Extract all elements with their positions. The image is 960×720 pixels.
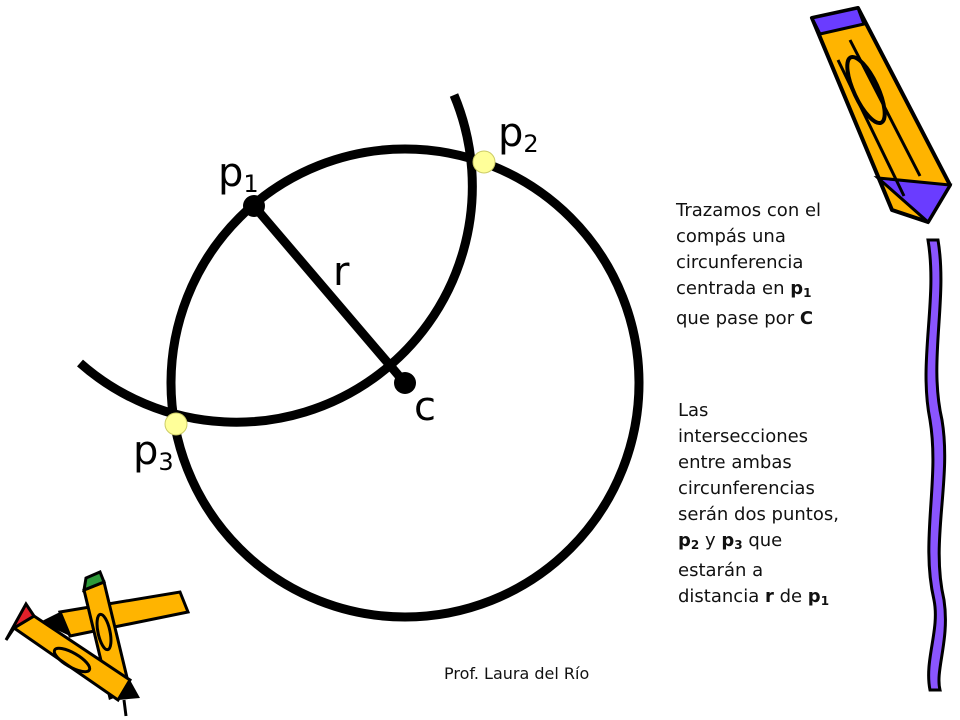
- label-p2: p2: [498, 110, 539, 158]
- point-c: [394, 372, 416, 394]
- point-p2: [472, 150, 496, 174]
- pencil-icon: [809, 6, 953, 225]
- text1-line4: centrada en p1: [676, 278, 812, 300]
- text1-line2: compás una: [676, 226, 786, 247]
- explanation-text-1: Trazamos con el compás una circunferenci…: [676, 198, 821, 332]
- stripe-decoration: [924, 238, 947, 692]
- text2-line4: circunferencias: [678, 478, 815, 499]
- text2-line5: serán dos puntos,: [678, 504, 839, 525]
- text2-line7: estarán a: [678, 560, 764, 581]
- text2-line8: distancia r de p1: [678, 586, 830, 608]
- radius-segment-r: [250, 203, 409, 386]
- text1-line3: circunferencia: [676, 252, 804, 273]
- explanation-text-2: Las intersecciones entre ambas circunfer…: [678, 398, 839, 614]
- circle-centered-c: [166, 144, 644, 622]
- label-c: c: [414, 384, 436, 430]
- text1-line1: Trazamos con el: [676, 200, 822, 221]
- label-p3: p3: [133, 428, 174, 476]
- text2-line1: Las: [678, 400, 709, 421]
- arc-centered-p1: [77, 93, 477, 427]
- footer-author: Prof. Laura del Río: [444, 664, 590, 683]
- label-r: r: [333, 249, 350, 295]
- label-p1: p1: [218, 150, 259, 198]
- point-p3: [164, 412, 188, 436]
- text2-line2: intersecciones: [678, 426, 809, 447]
- text1-line5: que pase por C: [676, 308, 814, 329]
- text2-line3: entre ambas: [678, 452, 792, 473]
- pencils-icon: [4, 570, 191, 717]
- text2-line6: p2 y p3 que: [678, 530, 783, 552]
- point-p1: [243, 195, 265, 217]
